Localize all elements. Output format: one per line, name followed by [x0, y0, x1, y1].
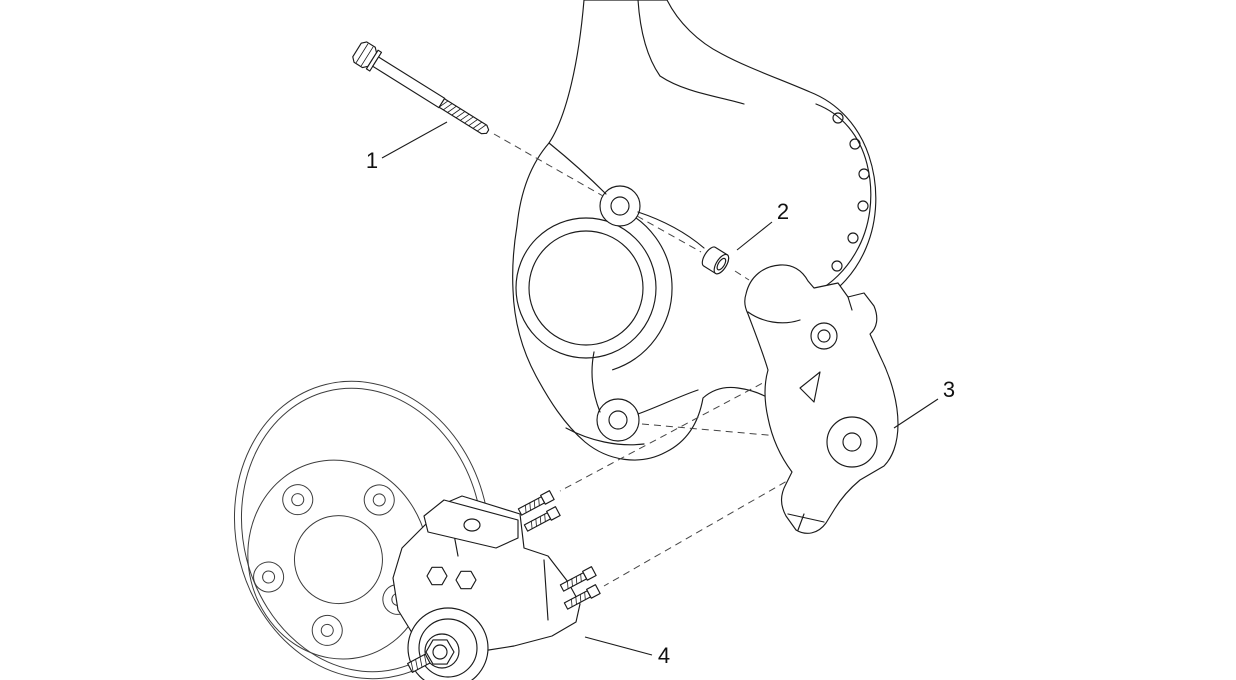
- bracket-to-hub-dash-lower: [603, 445, 849, 587]
- bracket-outline: [744, 264, 899, 534]
- hub-shaft-tip: [407, 653, 431, 673]
- callout-2: 2: [736, 199, 789, 251]
- disc-center-opening: [293, 515, 383, 605]
- brake-disc: [233, 380, 491, 680]
- disc-outer-edge: [233, 380, 491, 680]
- callout-1: 1: [366, 121, 448, 173]
- bolt-flange-washer: [365, 49, 383, 72]
- bolt-axis-dash-2: [636, 215, 702, 253]
- hub-right-stud-1: [559, 566, 597, 592]
- callout-4-label: 4: [658, 643, 670, 668]
- bracket-upper-hole-rim: [810, 322, 838, 350]
- bracket-upper-hole: [817, 329, 831, 343]
- housing-lower-boss-hole: [608, 410, 628, 430]
- bushing: [701, 246, 730, 275]
- bracket-cylinder-base-line: [747, 311, 801, 324]
- callout-1-leader: [381, 121, 448, 159]
- bracket-lower-hole: [842, 432, 862, 452]
- housing-upper-boss-hole: [610, 196, 630, 216]
- hub-axle-nut-hole: [432, 644, 448, 660]
- bolt-shank: [372, 56, 446, 109]
- callout-3: 3: [893, 377, 955, 429]
- hub-hex-bolt-right: [455, 570, 477, 590]
- callout-1-label: 1: [366, 148, 378, 173]
- hub-right-stud-2: [563, 584, 601, 610]
- housing-bore-rim: [612, 205, 673, 371]
- callout-3-label: 3: [943, 377, 955, 402]
- callout-4: 4: [584, 636, 670, 668]
- support-bracket: [744, 264, 899, 534]
- hub-tab-hole: [463, 518, 481, 532]
- bolt-axis-dash-3: [734, 270, 750, 281]
- housing-upper-boss: [599, 185, 641, 227]
- housing-flange-holes: [831, 112, 870, 272]
- hub-upper-stud-1: [517, 490, 555, 516]
- callout-2-leader: [736, 221, 773, 251]
- bushing-bore: [716, 257, 727, 271]
- housing-rib-lines: [548, 0, 817, 446]
- bracket-foot-lines: [787, 513, 825, 531]
- callout-4-leader: [584, 636, 653, 656]
- boss-to-bracket-dash: [641, 423, 825, 441]
- hub-axle-nut: [425, 639, 455, 665]
- bracket-lower-boss: [826, 416, 878, 468]
- housing-bore-outer: [515, 217, 657, 359]
- hub-upper-stud-2: [523, 506, 561, 532]
- callout-2-label: 2: [777, 199, 789, 224]
- callout-3-leader: [893, 398, 939, 429]
- hub-assembly: [392, 490, 601, 680]
- bolt-head-facets: [355, 43, 374, 67]
- disc-stud-holes: [253, 484, 414, 646]
- mounting-bolt: [352, 41, 490, 135]
- bolt-axis-dash-1: [493, 133, 604, 197]
- housing-bore-inner: [528, 230, 644, 346]
- bracket-notch-line: [847, 296, 853, 311]
- housing-lower-boss: [596, 398, 640, 442]
- hub-top-tab: [423, 499, 519, 549]
- housing-flange-inner-line: [815, 103, 872, 293]
- hub-hex-bolt-left: [426, 566, 448, 586]
- bolt-thread-hatching: [438, 100, 487, 132]
- bracket-triangle-cutout: [799, 371, 821, 403]
